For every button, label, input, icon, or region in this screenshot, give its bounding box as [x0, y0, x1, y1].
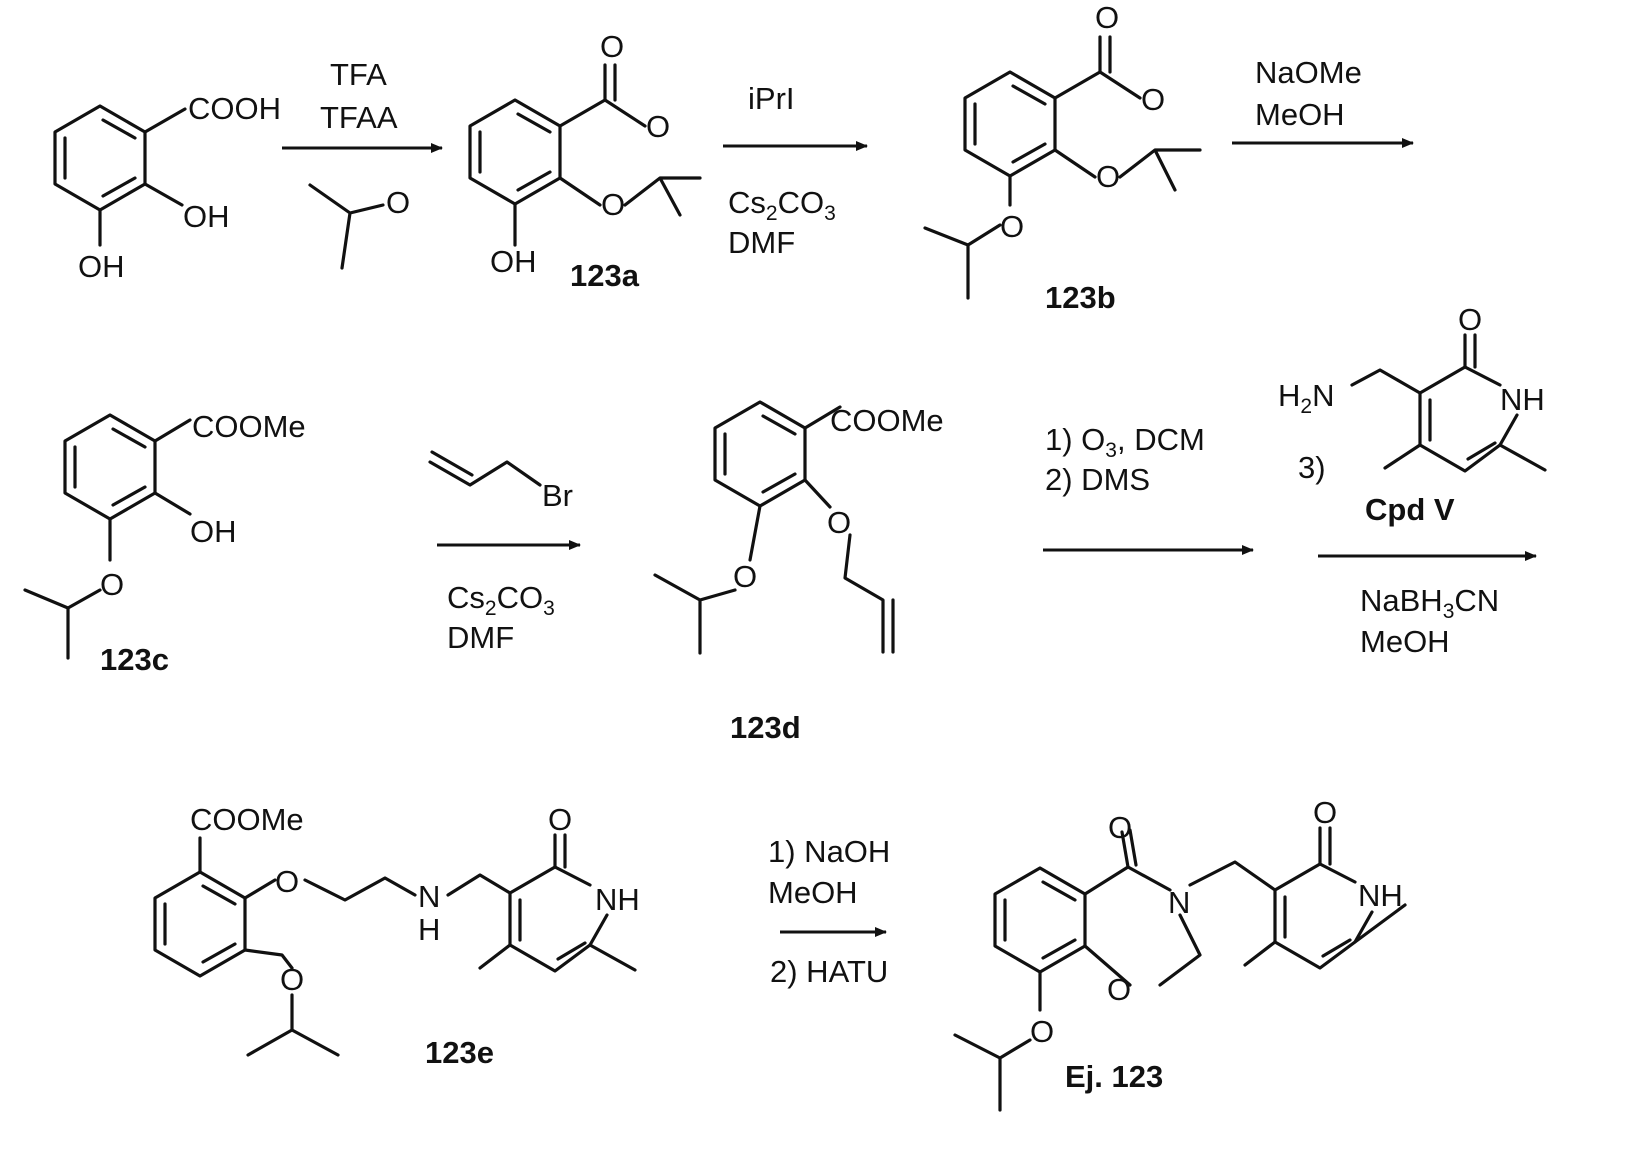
step-3-label: 3) — [1298, 450, 1326, 485]
carbonyl-oxygen: O — [1095, 0, 1119, 35]
compound-label-ej-123: Ej. 123 — [1065, 1059, 1163, 1094]
starting-material-structure: COOH OH OH — [55, 91, 281, 284]
ether-oxygen-link: O — [275, 864, 299, 899]
oh-label: OH — [490, 244, 537, 279]
reagent-dmf: DMF — [447, 620, 514, 655]
ether-oxygen: O — [100, 567, 124, 602]
reagent-meoh: MeOH — [1255, 97, 1345, 132]
oh-label: OH — [78, 249, 125, 284]
lactam-nitrogen: N — [1168, 885, 1190, 920]
pyridone-nh: NH — [595, 882, 640, 917]
step-hatu: 2) HATU — [770, 954, 888, 989]
compound-ej-123-structure: O N O O NH O Ej. 123 — [955, 795, 1405, 1110]
reagent-cs2co3: Cs2CO3 — [728, 185, 836, 225]
compound-label-123c: 123c — [100, 642, 169, 677]
ether-oxygen: O — [733, 559, 757, 594]
pyridone-nh: NH — [1358, 878, 1403, 913]
allyl-bromide-structure — [430, 452, 540, 485]
reagent-naome: NaOMe — [1255, 55, 1362, 90]
compound-cpd-v-structure: O NH H2N Cpd V — [1278, 302, 1545, 527]
step-naoh: 1) NaOH — [768, 834, 890, 869]
ester-label: COOMe — [192, 409, 306, 444]
ether-oxygen: O — [280, 962, 304, 997]
ring-oxygen: O — [1107, 972, 1131, 1007]
amine-n: N — [418, 879, 440, 914]
oh-label: OH — [190, 514, 237, 549]
compound-123c-structure: COOMe OH O 123c — [25, 409, 306, 677]
lactam-oxygen: O — [1108, 810, 1132, 845]
amine-h2n: H2N — [1278, 378, 1334, 418]
carbonyl-oxygen: O — [600, 29, 624, 64]
compound-123d-structure: COOMe O O 123d — [655, 402, 944, 745]
compound-label-123b: 123b — [1045, 280, 1116, 315]
oh-label: OH — [183, 199, 230, 234]
ester-label: COOMe — [190, 802, 304, 837]
acetone-structure — [310, 185, 383, 268]
compound-label-123d: 123d — [730, 710, 801, 745]
reagent-dmf: DMF — [728, 225, 795, 260]
reaction-arrow-3: NaOMe MeOH — [1232, 55, 1413, 143]
ester-label: COOMe — [830, 403, 944, 438]
reagent-tfa: TFA — [330, 57, 387, 92]
reagent-nabh3cn: NaBH3CN — [1360, 583, 1499, 623]
reaction-arrow-7: 1) NaOH MeOH 2) HATU — [768, 834, 890, 989]
reaction-arrow-6: 3) NaBH3CN MeOH — [1298, 450, 1536, 659]
ring-oxygen: O — [601, 187, 625, 222]
ring-oxygen: O — [1096, 159, 1120, 194]
compound-label-cpd-v: Cpd V — [1365, 492, 1455, 527]
reaction-arrow-1: TFA TFAA O — [282, 57, 442, 268]
acetone-oxygen: O — [386, 185, 410, 220]
step-ozonolysis: 1) O3, DCM — [1045, 422, 1205, 462]
reagent-cs2co3: Cs2CO3 — [447, 580, 555, 620]
compound-123a-structure: O O O OH 123a — [470, 29, 700, 293]
allyl-ether-oxygen: O — [827, 505, 851, 540]
bromine-label: Br — [542, 478, 573, 513]
pyridone-oxygen: O — [1458, 302, 1482, 337]
compound-label-123a: 123a — [570, 258, 640, 293]
compound-123e-structure: COOMe O N H O NH O 123e — [155, 802, 640, 1070]
reagent-meoh: MeOH — [1360, 624, 1450, 659]
reaction-arrow-2: iPrI Cs2CO3 DMF — [723, 81, 867, 260]
cooh-label: COOH — [188, 91, 281, 126]
ring-oxygen: O — [646, 109, 670, 144]
pyridone-oxygen: O — [548, 802, 572, 837]
reaction-arrow-4: Br Cs2CO3 DMF — [430, 452, 580, 655]
reagent-ipri: iPrI — [748, 81, 795, 116]
pyridone-nh: NH — [1500, 382, 1545, 417]
compound-123b-structure: O O O O 123b — [925, 0, 1200, 315]
ether-oxygen: O — [1030, 1014, 1054, 1049]
reaction-arrow-5: 1) O3, DCM 2) DMS — [1043, 422, 1253, 550]
reagent-tfaa: TFAA — [320, 100, 398, 135]
pyridone-oxygen: O — [1313, 795, 1337, 830]
compound-label-123e: 123e — [425, 1035, 494, 1070]
step-dms: 2) DMS — [1045, 462, 1150, 497]
reagent-meoh: MeOH — [768, 875, 858, 910]
amine-h: H — [418, 912, 440, 947]
ring-oxygen: O — [1141, 82, 1165, 117]
ether-oxygen: O — [1000, 209, 1024, 244]
